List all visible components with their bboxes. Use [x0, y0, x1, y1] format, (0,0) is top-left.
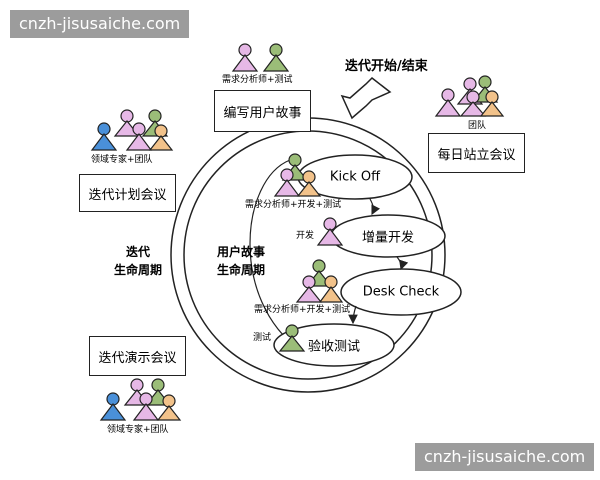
- people-icon-domain-team-top: [90, 109, 174, 151]
- label-deskcheck-roles: 需求分析师+开发+测试: [254, 305, 351, 315]
- label-team: 团队: [468, 121, 487, 131]
- label-domain-team-top: 领域专家+团队: [91, 155, 153, 165]
- iteration-start-arrow: [340, 77, 392, 120]
- label-dev: 开发: [296, 231, 315, 241]
- iteration-lifecycle-label: 迭代 生命周期: [114, 245, 163, 277]
- label-domain-team-bottom: 领域专家+团队: [107, 425, 169, 435]
- label-analyst-tester: 需求分析师+测试: [222, 75, 293, 85]
- label-test: 测试: [253, 333, 272, 343]
- arrow-dev-to-deskcheck: [396, 256, 409, 271]
- story-loop-arc: [249, 159, 301, 351]
- iteration-planning-box: 迭代计划会议: [79, 174, 176, 212]
- people-icon-tester: [278, 324, 306, 352]
- acceptance-test-bubble: [273, 323, 395, 367]
- kickoff-text: Kick Off: [329, 169, 381, 185]
- acceptance-test-text: 验收测试: [307, 339, 361, 355]
- people-icon-analyst-tester: [231, 43, 290, 72]
- daily-standup-box: 每日站立会议: [428, 133, 525, 173]
- label-kickoff-roles: 需求分析师+开发+测试: [245, 200, 342, 210]
- incremental-dev-text: 增量开发: [361, 230, 415, 246]
- people-icon-domain-team-bottom: [99, 378, 182, 421]
- story-lifecycle-label: 用户故事 生命周期: [217, 245, 266, 277]
- desk-check-text: Desk Check: [362, 284, 440, 300]
- people-icon-dev: [316, 217, 344, 246]
- watermark-top: cnzh-jisusaiche.com: [10, 10, 190, 38]
- iteration-start-end-label: 迭代开始/结束: [345, 59, 428, 74]
- arrow-deskcheck-to-test: [348, 305, 358, 325]
- people-icon-team: [434, 75, 505, 117]
- watermark-bottom: cnzh-jisusaiche.com: [415, 443, 595, 471]
- people-icon-kickoff-roles: [273, 153, 322, 197]
- write-story-box: 编写用户故事: [214, 90, 311, 132]
- iteration-demo-box: 迭代演示会议: [89, 336, 186, 376]
- arrow-kickoff-to-dev: [369, 198, 381, 216]
- people-icon-deskcheck-roles: [295, 259, 344, 303]
